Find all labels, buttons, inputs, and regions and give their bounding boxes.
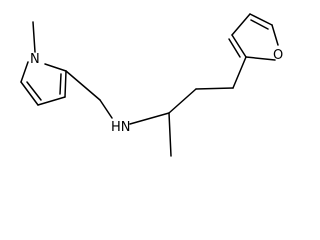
bond-furan-c5-o: [271, 24, 279, 46]
bond-pyrrole-c4-c3: [37, 96, 66, 106]
atom-amine-nitrogen: HN: [111, 120, 131, 135]
bond-pyrrole-c3-c2: [64, 70, 67, 98]
bond-ch-methyl: [168, 112, 172, 157]
bond-ch-ch2a: [168, 88, 197, 114]
bond-pyrrole-c2-n: [44, 63, 67, 72]
molecule-structure: N HN O: [20, 13, 283, 157]
bond-furan-c2-c3: [231, 34, 247, 58]
bond-nh-ch: [129, 112, 170, 125]
bond-ch2a-ch2b: [195, 87, 234, 90]
bond-furan-c2-c3-double: [228, 38, 241, 58]
bond-furan-o-c2: [245, 56, 276, 61]
bond-ch2-nh: [99, 99, 113, 119]
bond-ch2b-furan-c2: [232, 56, 247, 89]
bond-c2-ch2: [65, 70, 101, 101]
bond-n-methyl: [32, 21, 36, 53]
bond-pyrrole-c5-c4: [20, 81, 39, 106]
bond-furan-c4-c5-double: [250, 19, 269, 30]
bond-pyrrole-c3-c2-double: [59, 73, 62, 95]
atom-pyrrole-nitrogen: N: [30, 52, 40, 67]
bond-pyrrole-c5-c4-double: [26, 81, 42, 101]
bond-furan-c4-c5: [249, 13, 273, 26]
atom-furan-oxygen: O: [273, 48, 283, 63]
bond-furan-c3-c4: [231, 13, 251, 36]
bond-pyrrole-n-c5: [20, 61, 29, 83]
